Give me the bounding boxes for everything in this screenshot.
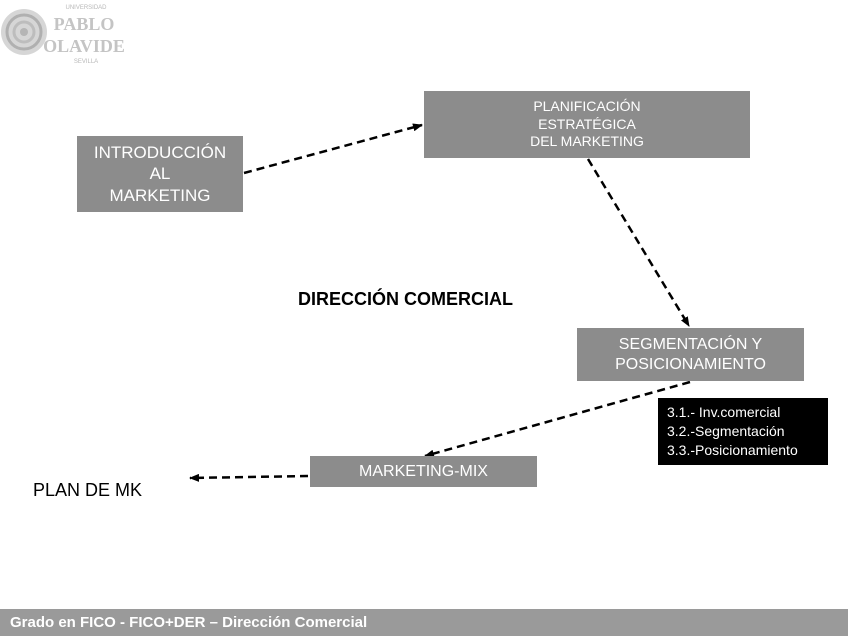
svg-text:SEVILLA: SEVILLA [74,59,98,65]
detail-item: 3.1.- Inv.comercial [667,404,781,420]
plan-de-mk-label: PLAN DE MK [33,480,143,500]
detail-item: 3.2.-Segmentación [667,423,785,439]
segmentation-line-1: SEGMENTACIÓN Y [618,335,763,353]
planning-line-2: ESTRATÉGICA [538,115,636,132]
strategic-planning-box: PLANIFICACIÓN ESTRATÉGICA DEL MARKETING [424,91,750,158]
marketing-mix-label: MARKETING-MIX [359,462,488,480]
detail-item: 3.3.-Posicionamiento [667,442,798,458]
segmentation-box: SEGMENTACIÓN Y POSICIONAMIENTO [577,328,804,381]
segmentation-detail-box: 3.1.- Inv.comercial 3.2.-Segmentación 3.… [658,398,828,465]
segmentation-line-2: POSICIONAMIENTO [615,355,766,373]
marketing-mix-box: MARKETING-MIX [310,456,537,487]
intro-line-2: AL [149,164,171,184]
intro-line-3: MARKETING [109,185,211,205]
svg-text:OLAVIDE: OLAVIDE [43,36,124,56]
planning-line-3: DEL MARKETING [530,133,644,150]
svg-text:UNIVERSIDAD: UNIVERSIDAD [65,5,107,11]
footer-text: Grado en FICO - FICO+DER – Dirección Com… [10,614,368,631]
arrow-mix-to-plan [189,473,309,482]
center-title: DIRECCIÓN COMERCIAL [298,289,513,309]
arrow-segmentation-to-mix [424,380,691,458]
arrow-planning-to-segmentation [586,158,691,327]
intro-marketing-box: INTRODUCCIÓN AL MARKETING [77,136,243,212]
arrow-intro-to-planning [243,123,423,175]
logo-emblem-icon [1,9,47,55]
footer-bar: Grado en FICO - FICO+DER – Dirección Com… [0,609,848,636]
planning-line-1: PLANIFICACIÓN [533,98,641,115]
university-logo: UNIVERSIDAD PABLO OLAVIDE SEVILLA [0,0,124,66]
svg-text:PABLO: PABLO [54,14,115,34]
intro-line-1: INTRODUCCIÓN [93,143,227,163]
